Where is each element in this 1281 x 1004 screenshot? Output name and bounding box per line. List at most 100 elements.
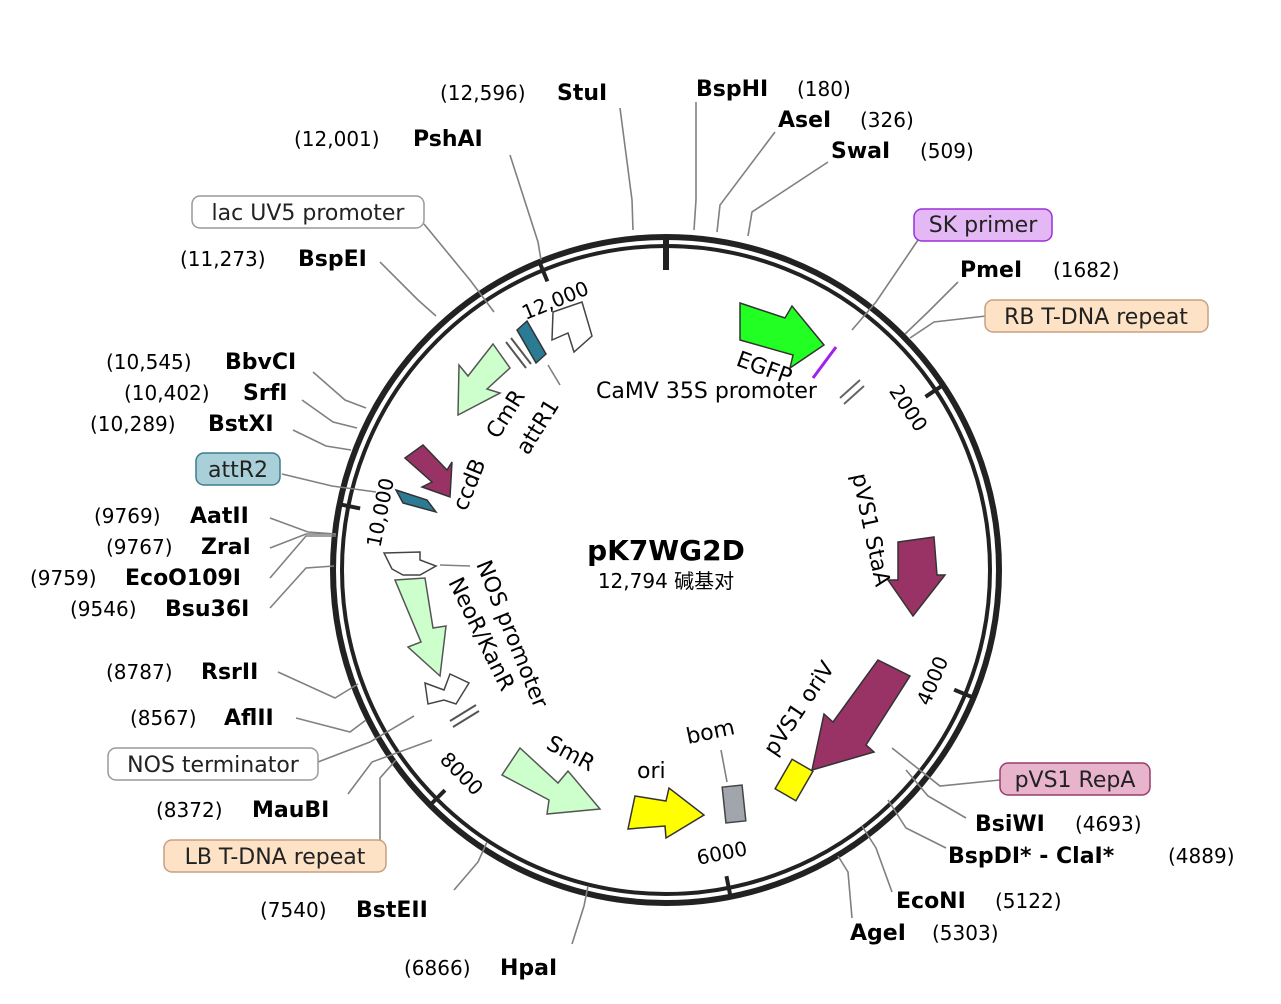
enzyme-name-bstxi[interactable]: BstXI — [208, 412, 274, 437]
enzyme-name-maubi[interactable]: MauBI — [252, 798, 329, 823]
feature-bom[interactable]: bom — [684, 715, 747, 824]
leader-bsiwi — [905, 769, 967, 819]
enzyme-name-rsrii[interactable]: RsrII — [201, 660, 258, 685]
enzyme-name-aatii[interactable]: AatII — [190, 504, 249, 529]
scale-tick — [724, 875, 733, 899]
enzyme-name-bspdi-clai[interactable]: BspDI* - ClaI* — [948, 844, 1115, 869]
feature-camv-35s-promoter[interactable]: CaMV 35S promoter — [551, 301, 818, 404]
leader-bbvci — [312, 371, 367, 409]
rb-tdna-mark-2 — [843, 385, 865, 405]
leader-aflii — [295, 717, 367, 733]
leader-stui — [619, 107, 634, 231]
pvs1-staa-arrow — [886, 536, 947, 618]
ccdb-arrow — [403, 444, 453, 499]
pvs1-oriv-arrow — [811, 659, 912, 772]
feature-label-pvs1-staa: pVS1 StaA — [846, 471, 894, 589]
enzyme-name-agei[interactable]: AgeI — [850, 921, 906, 946]
leader-rb-tdna — [909, 315, 987, 339]
enzyme-name-aflii[interactable]: AflII — [224, 706, 274, 731]
leader-pvs1-repa — [891, 747, 1001, 787]
leader-lb-tdna — [379, 759, 397, 842]
enzyme-label-stui[interactable]: (12,596) — [440, 81, 526, 105]
boxed-text-nos-terminator: NOS terminator — [127, 753, 300, 778]
enzyme-name-bsphi[interactable]: BspHI — [696, 77, 768, 102]
leader-nos-terminator — [317, 715, 415, 763]
enzyme-pos-bstxi: (10,289) — [90, 412, 176, 436]
enzyme-pos-agei: (5303) — [932, 921, 999, 945]
feature-ori[interactable]: ori — [627, 759, 706, 840]
leader-lac-uv5 — [423, 223, 495, 313]
leader-srfi — [301, 399, 358, 429]
enzyme-name-asei[interactable]: AseI — [778, 108, 831, 133]
nos-terminator-mark-2 — [452, 710, 480, 728]
enzyme-name-srfi[interactable]: SrfI — [243, 381, 287, 406]
feature-pvs1-staa[interactable]: pVS1 StaA — [846, 471, 947, 618]
feature-pvs1-oriv[interactable]: pVS1 oriV — [759, 657, 912, 802]
feature-egfp[interactable]: EGFP — [733, 301, 838, 390]
feature-label-camv-35s: CaMV 35S promoter — [596, 379, 818, 404]
boxed-label-lb-tdna-repeat[interactable]: LB T-DNA repeat — [163, 839, 387, 873]
leader-bsphi — [693, 102, 697, 231]
boxed-text-lb-tdna-repeat: LB T-DNA repeat — [185, 845, 366, 870]
enzyme-pos-bsu36i: (9546) — [70, 597, 137, 621]
attr1-block — [516, 319, 547, 365]
scale-tick-label: 4000 — [912, 653, 954, 709]
leader-rsrii — [277, 671, 359, 699]
scale-tick — [953, 687, 976, 700]
plasmid-name: pK7WG2D — [587, 534, 745, 567]
smr-arrow — [500, 746, 602, 815]
enzyme-name-ecoo109i[interactable]: EcoO109I — [125, 566, 241, 591]
boxed-label-lac-uv5-promoter[interactable]: lac UV5 promoter — [191, 195, 425, 229]
attr2-block — [394, 488, 438, 514]
leader-sk-primer — [851, 239, 919, 331]
feature-label-smr: SmR — [542, 731, 598, 777]
enzyme-name-bsteii[interactable]: BstEII — [356, 898, 428, 923]
enzyme-name-pmei[interactable]: PmeI — [960, 258, 1022, 283]
boxed-text-pvs1-repa: pVS1 RepA — [1015, 768, 1136, 793]
boxed-label-nos-terminator[interactable]: NOS terminator — [107, 747, 319, 781]
boxed-label-pvs1-repa[interactable]: pVS1 RepA — [999, 762, 1151, 796]
enzyme-pos-bsiwi: (4693) — [1075, 812, 1142, 836]
scale-tick — [427, 788, 447, 808]
boxed-label-sk-primer[interactable]: SK primer — [913, 208, 1053, 242]
leader-maubi — [347, 739, 433, 795]
feature-label-bom: bom — [684, 715, 737, 750]
enzyme-name-bsiwi[interactable]: BsiWI — [975, 812, 1045, 837]
leader-aatii — [269, 517, 337, 535]
scale-tick-label: 10,000 — [362, 476, 399, 549]
nos-terminator-mark-1 — [449, 704, 477, 722]
enzyme-name-stui[interactable]: StuI — [557, 81, 607, 106]
leader-swai — [747, 161, 829, 237]
enzyme-pos-srfi: (10,402) — [124, 381, 210, 405]
enzyme-pos-bbvci: (10,545) — [106, 350, 192, 374]
leader-ecoo109i — [269, 535, 336, 579]
scale-tick — [924, 382, 945, 399]
enzyme-pos-zrai: (9767) — [106, 535, 173, 559]
enzyme-name-hpai[interactable]: HpaI — [500, 956, 557, 981]
feature-ccdb[interactable]: ccdB — [394, 444, 492, 514]
enzyme-name-pshai[interactable]: PshAI — [413, 127, 483, 152]
enzyme-name-swai[interactable]: SwaI — [831, 139, 890, 164]
plasmid-length: 12,794 碱基对 — [598, 569, 734, 593]
enzyme-name-econi[interactable]: EcoNI — [896, 889, 966, 914]
enzyme-pos-bspdi-clai: (4889) — [1168, 844, 1235, 868]
enzyme-labels: (12,596) StuI BspHI (180) AseI (326) Swa… — [30, 77, 1235, 981]
enzyme-name-bsu36i[interactable]: Bsu36I — [165, 597, 249, 622]
leader-pmei — [904, 281, 959, 335]
enzyme-name-zrai[interactable]: ZraI — [201, 535, 251, 560]
leader-pshai — [509, 154, 542, 261]
boxed-label-rb-tdna-repeat[interactable]: RB T-DNA repeat — [984, 299, 1209, 333]
boxed-text-attr2: attR2 — [208, 458, 268, 483]
scale-tick-label: 2000 — [884, 380, 932, 436]
boxed-text-rb-tdna-repeat: RB T-DNA repeat — [1004, 305, 1188, 330]
enzyme-name-bspei[interactable]: BspEI — [298, 247, 367, 272]
nos-promoter-arrow — [382, 551, 438, 576]
enzyme-name-bbvci[interactable]: BbvCI — [225, 350, 296, 375]
boxed-text-lac-uv5-promoter: lac UV5 promoter — [212, 201, 406, 226]
feature-smr[interactable]: SmR — [500, 731, 602, 815]
feature-nos-terminator-arrow[interactable] — [424, 672, 480, 728]
enzyme-leaders — [269, 102, 1001, 945]
boxed-label-attr2[interactable]: attR2 — [195, 452, 281, 486]
enzyme-pos-bsteii: (7540) — [260, 898, 327, 922]
bom-leader — [720, 749, 728, 783]
